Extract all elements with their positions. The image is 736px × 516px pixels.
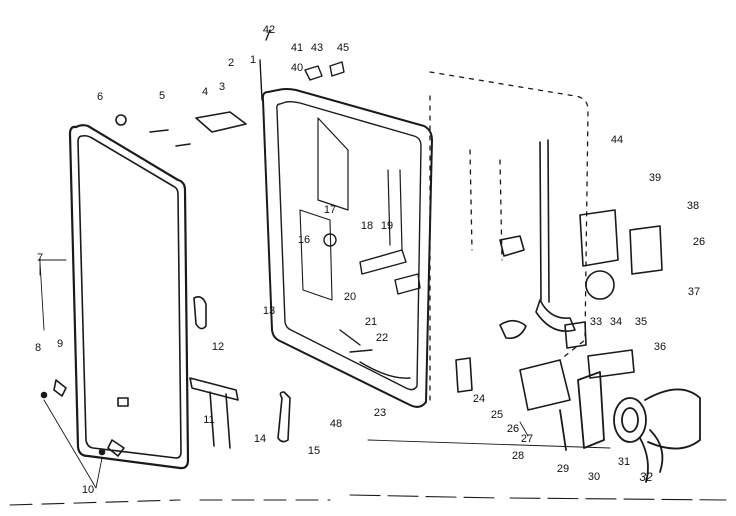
- callout-label: 39: [648, 172, 662, 184]
- callout-label: 43: [310, 42, 324, 54]
- callout-label: 9: [56, 338, 64, 350]
- callout-label: 6: [96, 91, 104, 103]
- callout-label: 17: [323, 204, 337, 216]
- door-gasket: [68, 124, 190, 470]
- outer-door-panel: [429, 71, 589, 401]
- callout-label: 38: [686, 200, 700, 212]
- callout-label: 13: [262, 305, 276, 317]
- callout-label: 18: [360, 220, 374, 232]
- callout-label: 45: [336, 42, 350, 54]
- inner-door-panel: [261, 88, 433, 408]
- motor-assembly: [559, 371, 701, 483]
- callout-label: 23: [373, 407, 387, 419]
- callout-label: 24: [472, 393, 486, 405]
- latch-parts: [40, 111, 291, 457]
- callout-label: 16: [297, 234, 311, 246]
- callout-label: 2: [227, 57, 235, 69]
- callout-label: 35: [634, 316, 648, 328]
- callout-label: 21: [364, 316, 378, 328]
- callout-label: 34: [609, 316, 623, 328]
- callout-label: 44: [610, 134, 624, 146]
- callout-label: 31: [617, 456, 631, 468]
- control-components: [455, 209, 663, 411]
- callout-label: 48: [329, 418, 343, 430]
- callout-label: 32: [639, 470, 653, 484]
- callout-label: 7: [36, 252, 44, 264]
- callout-label: 1: [249, 54, 257, 66]
- callout-label: 27: [520, 433, 534, 445]
- leader-lines: [37, 257, 611, 489]
- callout-label: 5: [158, 90, 166, 102]
- callout-label: 37: [687, 286, 701, 298]
- callout-label: 10: [81, 484, 95, 496]
- base-lines: [9, 494, 727, 506]
- callout-label: 42: [262, 24, 276, 36]
- callout-label: 11: [203, 414, 215, 426]
- callout-label: 14: [253, 433, 267, 445]
- callout-label: 30: [587, 471, 601, 483]
- hinge-and-wiring: [259, 29, 421, 379]
- callout-label: 20: [343, 291, 357, 303]
- callout-label: 41: [290, 42, 304, 54]
- callout-label: 12: [211, 341, 225, 353]
- callout-label: 15: [307, 445, 321, 457]
- callout-label: 26: [692, 236, 706, 248]
- callout-label: 33: [589, 316, 603, 328]
- callout-label: 36: [653, 341, 667, 353]
- callout-label: 22: [375, 332, 389, 344]
- callout-label: 29: [556, 463, 570, 475]
- callout-label: 8: [34, 342, 42, 354]
- callout-label: 19: [380, 220, 394, 232]
- callout-label: 25: [490, 409, 504, 421]
- callout-label: 26: [506, 423, 520, 435]
- callout-label: 3: [218, 81, 226, 93]
- callout-label: 40: [290, 62, 304, 74]
- callout-label: 28: [511, 450, 525, 462]
- callout-label: 4: [201, 86, 209, 98]
